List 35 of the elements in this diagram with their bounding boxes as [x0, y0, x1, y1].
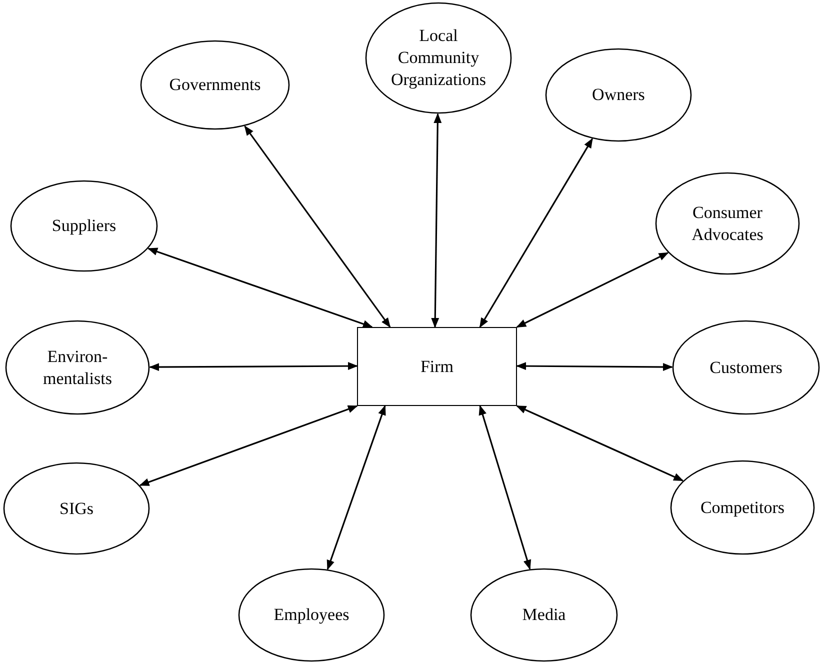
double-arrow	[431, 113, 442, 328]
double-arrow	[244, 125, 391, 328]
node-label: Firm	[420, 356, 454, 378]
stakeholder-ellipse	[5, 320, 150, 415]
stakeholder-ellipse	[365, 2, 512, 114]
node-label: Competitors	[700, 496, 785, 518]
node-label: Governments	[169, 74, 261, 96]
double-arrow	[479, 138, 593, 328]
double-arrow	[149, 362, 358, 372]
stakeholder-ellipse	[545, 48, 692, 142]
node-label: Suppliers	[52, 215, 116, 237]
double-arrow	[478, 405, 532, 570]
node-label: Owners	[592, 84, 645, 106]
double-arrow	[139, 405, 358, 486]
node-label: Media	[522, 604, 566, 626]
stakeholder-ellipse	[140, 40, 290, 130]
double-arrow	[148, 248, 373, 328]
node-label: SIGs	[59, 498, 94, 520]
stakeholder-ellipse	[672, 320, 820, 415]
node-label: Employees	[274, 604, 350, 626]
stakeholder-ellipse	[470, 568, 618, 662]
node-label: Environ- mentalists	[42, 346, 113, 390]
double-arrow	[326, 405, 386, 570]
stakeholder-ellipse	[670, 460, 815, 555]
double-arrow	[516, 362, 673, 371]
firm-box	[357, 327, 517, 406]
stakeholder-ellipse	[10, 180, 158, 272]
stakeholder-ellipse	[655, 172, 800, 275]
node-label: Local Community Organizations	[390, 25, 488, 91]
node-label: Consumer Advocates	[690, 202, 764, 246]
double-arrow	[516, 405, 684, 482]
stakeholder-ellipse	[3, 462, 150, 555]
node-label: Customers	[710, 356, 782, 378]
stakeholder-ellipse	[238, 568, 385, 662]
double-arrow	[516, 252, 669, 328]
